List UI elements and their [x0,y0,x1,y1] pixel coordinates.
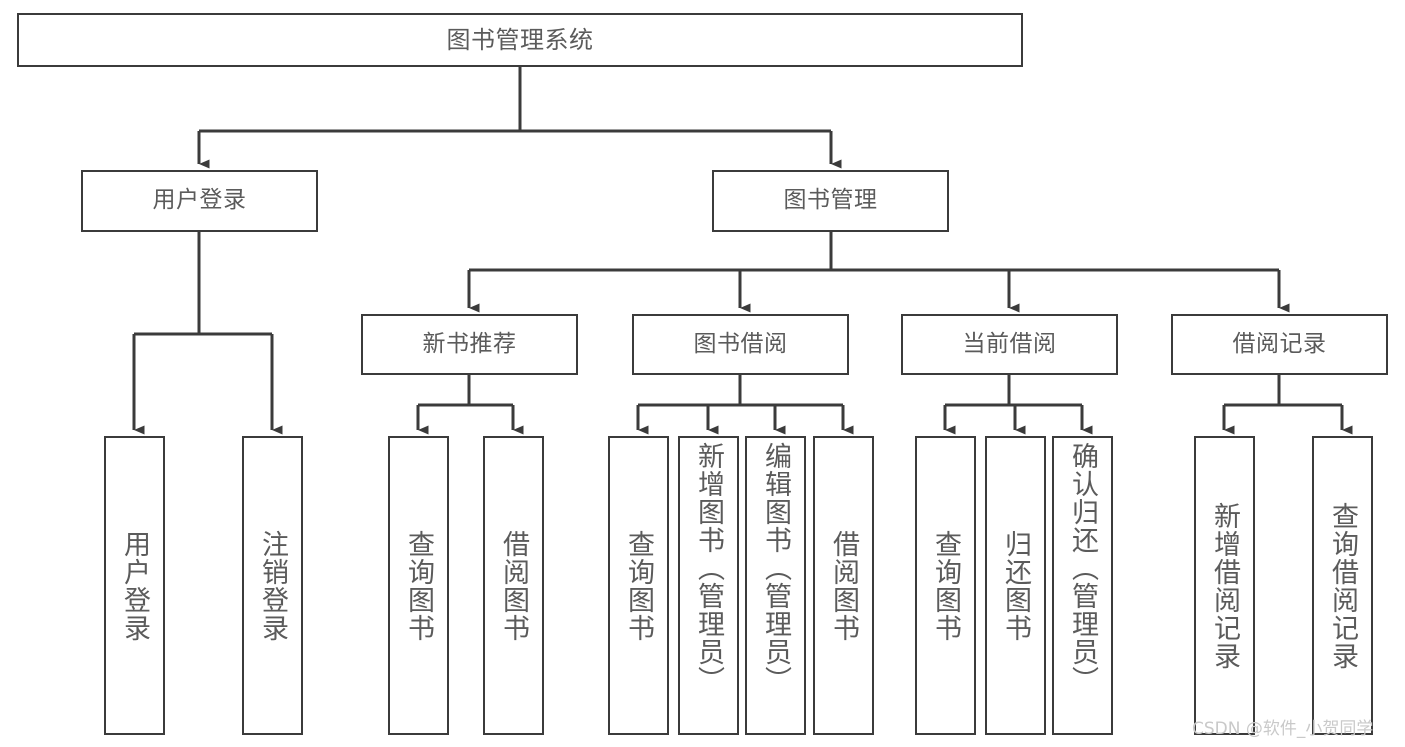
node-current-borrow[interactable]: 当前借阅 [901,314,1118,375]
node-user-login[interactable]: 用户登录 [81,170,318,232]
node-leaf-add-record-label: 新增借阅记录 [1209,501,1240,670]
node-current-borrow-label: 当前借阅 [962,330,1057,357]
node-borrow-record[interactable]: 借阅记录 [1171,314,1388,375]
node-leaf-logout-login-label: 注销登录 [257,529,288,642]
node-leaf-query-book-1-label: 查询图书 [403,529,434,642]
node-leaf-borrow-book-2-label: 借阅图书 [828,529,859,642]
node-leaf-query-record[interactable]: 查询借阅记录 [1312,436,1373,735]
node-leaf-borrow-book-1-label: 借阅图书 [498,529,529,642]
node-leaf-query-book-1[interactable]: 查询图书 [388,436,449,735]
node-borrow-record-label: 借阅记录 [1232,330,1327,357]
node-new-book-recommend-label: 新书推荐 [422,330,517,357]
node-leaf-query-record-label: 查询借阅记录 [1327,501,1358,670]
node-root-label: 图书管理系统 [446,25,594,54]
node-book-manage-label: 图书管理 [783,187,878,214]
node-book-borrow-label: 图书借阅 [693,330,788,357]
node-leaf-add-record[interactable]: 新增借阅记录 [1194,436,1255,735]
node-leaf-query-book-2[interactable]: 查询图书 [608,436,669,735]
node-leaf-logout-login[interactable]: 注销登录 [242,436,303,735]
node-leaf-borrow-book-1[interactable]: 借阅图书 [483,436,544,735]
node-leaf-confirm-return[interactable]: 确认归还（管理员） [1052,436,1113,735]
node-leaf-return-book[interactable]: 归还图书 [985,436,1046,735]
node-leaf-edit-book[interactable]: 编辑图书（管理员） [745,436,806,735]
node-leaf-add-book-label: 新增图书（管理员） [693,442,724,694]
node-leaf-query-book-3[interactable]: 查询图书 [915,436,976,735]
node-leaf-user-login-label: 用户登录 [119,529,150,642]
node-leaf-confirm-return-label: 确认归还（管理员） [1067,442,1098,694]
node-leaf-add-book[interactable]: 新增图书（管理员） [678,436,739,735]
node-new-book-recommend[interactable]: 新书推荐 [361,314,578,375]
node-user-login-label: 用户登录 [152,187,247,214]
node-leaf-return-book-label: 归还图书 [1000,529,1031,642]
node-leaf-query-book-2-label: 查询图书 [623,529,654,642]
node-leaf-query-book-3-label: 查询图书 [930,529,961,642]
node-root[interactable]: 图书管理系统 [17,13,1023,67]
node-leaf-user-login[interactable]: 用户登录 [104,436,165,735]
csdn-watermark: CSDN @软件_小贺同学 [1192,719,1374,739]
node-leaf-borrow-book-2[interactable]: 借阅图书 [813,436,874,735]
node-book-borrow[interactable]: 图书借阅 [632,314,849,375]
node-leaf-edit-book-label: 编辑图书（管理员） [760,442,791,694]
node-book-manage[interactable]: 图书管理 [712,170,949,232]
